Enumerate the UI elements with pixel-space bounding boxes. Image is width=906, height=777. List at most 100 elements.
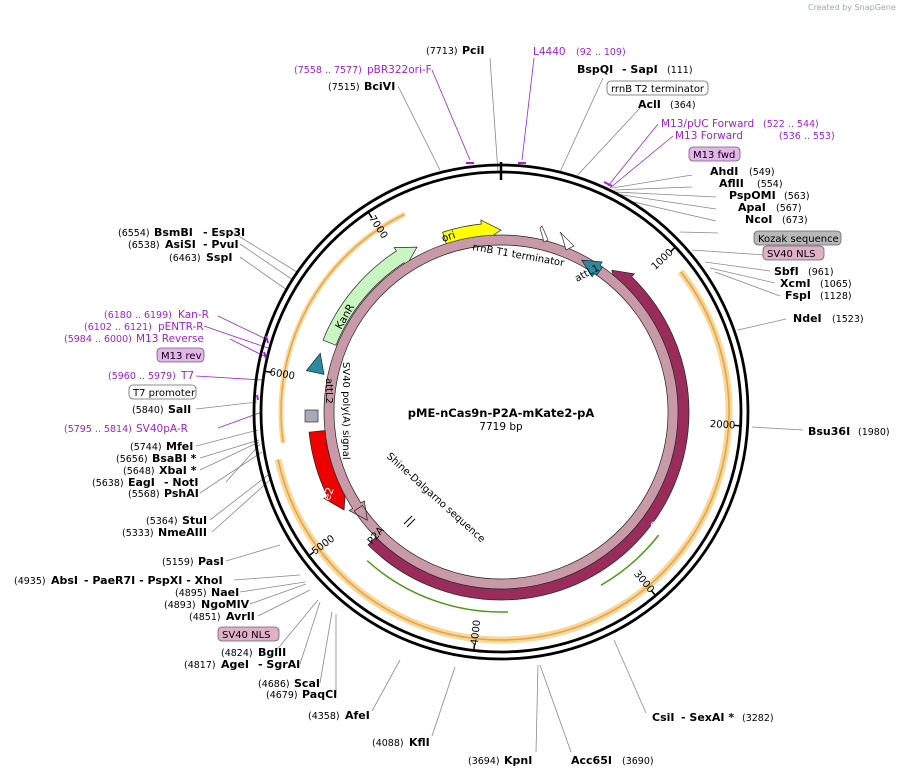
p2a-arrow xyxy=(323,234,679,590)
enzyme-pos: (4851) xyxy=(189,612,221,623)
enzyme-name[interactable]: BsaBI * xyxy=(152,452,197,465)
enzyme-name-extra[interactable]: - SapI xyxy=(622,63,658,76)
orf-green-right xyxy=(600,534,660,586)
enzyme-name[interactable]: SalI xyxy=(168,403,191,416)
enzyme-name[interactable]: NdeI xyxy=(793,312,822,325)
enzyme-name-extra[interactable]: - SexAI * xyxy=(681,711,734,724)
attl2-label: attL2 xyxy=(323,378,334,404)
primer-range: (522 .. 544) xyxy=(763,119,819,130)
primer-range: (6102 .. 6121) xyxy=(84,322,152,333)
enzyme-pos: (549) xyxy=(749,167,775,178)
enzyme-pos: (5840) xyxy=(132,405,164,416)
enzyme-name[interactable]: BspQI xyxy=(577,63,613,76)
primer-name[interactable]: M13 Reverse xyxy=(136,333,204,345)
primer-marks xyxy=(256,162,613,401)
boxed-feature-labels: rrnB T2 terminator M13 fwd Kozak sequenc… xyxy=(128,80,842,642)
enzyme-name[interactable]: AgeI xyxy=(221,658,249,671)
enzyme-name[interactable]: PciI xyxy=(462,44,484,57)
enzyme-name[interactable]: AvrII xyxy=(226,610,255,623)
enzyme-name[interactable]: SbfI xyxy=(774,265,799,278)
enzyme-name-extra[interactable]: - PaeR7I - PspXI - XhoI xyxy=(84,574,223,587)
enzyme-name[interactable]: Acc65I xyxy=(571,754,612,767)
primer-range: (6180 .. 6199) xyxy=(104,310,172,321)
primer-range: (536 .. 553) xyxy=(779,131,835,142)
orf-line-cas9 xyxy=(277,271,730,641)
enzyme-pos: (5744) xyxy=(130,442,162,453)
enzyme-pos: (5159) xyxy=(162,557,194,568)
enzyme-name[interactable]: XcmI xyxy=(780,277,811,290)
primer-name[interactable]: SV40pA-R xyxy=(136,423,188,435)
enzyme-name[interactable]: NaeI xyxy=(211,586,239,599)
enzyme-name[interactable]: AbsI xyxy=(51,574,78,587)
enzyme-name[interactable]: NcoI xyxy=(745,213,772,226)
enzyme-pos: (7515) xyxy=(328,82,360,93)
attl2-arrow xyxy=(305,352,325,375)
enzyme-name[interactable]: AsiSI xyxy=(165,238,196,251)
primer-range: (92 .. 109) xyxy=(576,47,626,58)
rrnb-t1-shape-2 xyxy=(539,225,549,243)
enzyme-name[interactable]: FspI xyxy=(785,289,811,302)
enzyme-name[interactable]: MfeI xyxy=(166,440,193,453)
label-leader-lines xyxy=(195,57,804,753)
snapgene-watermark: Created by SnapGene xyxy=(808,3,896,12)
primer-name[interactable]: Kan-R xyxy=(178,309,209,321)
enzyme-name[interactable]: ApaI xyxy=(738,201,766,214)
enzyme-pos: (1128) xyxy=(820,291,852,302)
enzyme-name[interactable]: PaqCI xyxy=(302,688,337,701)
enzyme-pos: (1980) xyxy=(858,427,890,438)
enzyme-name[interactable]: StuI xyxy=(182,514,207,527)
primer-name[interactable]: L4440 xyxy=(533,46,566,58)
shine-dalgarno-label: Shine-Dalgarno sequence xyxy=(384,451,487,545)
orf-arcs xyxy=(274,212,733,644)
enzyme-name[interactable]: NmeAIII xyxy=(158,526,207,539)
enzyme-name[interactable]: BsmBI xyxy=(154,226,193,239)
enzyme-name[interactable]: SspI xyxy=(206,251,232,264)
enzyme-name[interactable]: PspOMI xyxy=(729,189,776,202)
primer-name[interactable]: M13 Forward xyxy=(675,130,743,142)
enzyme-pos: (5333) xyxy=(122,528,154,539)
sv40-polya-label: SV40 poly(A) signal xyxy=(340,362,351,460)
enzyme-pos: (673) xyxy=(782,215,808,226)
enzyme-pos: (4686) xyxy=(258,679,290,690)
enzyme-name[interactable]: PshAI xyxy=(164,487,199,500)
primer-name[interactable]: M13/pUC Forward xyxy=(661,118,754,130)
enzyme-pos: (567) xyxy=(776,203,802,214)
enzyme-pos: (1065) xyxy=(820,279,852,290)
enzyme-name-extra[interactable]: - NotI xyxy=(164,476,199,489)
enzyme-name[interactable]: KflI xyxy=(409,736,430,749)
enzyme-name-extra[interactable]: - Esp3I xyxy=(203,226,245,239)
primer-name[interactable]: T7 xyxy=(180,370,194,382)
primer-labels: (7558 .. 7577) pBR322ori-F L4440 (92 .. … xyxy=(64,46,835,435)
enzyme-name[interactable]: XbaI * xyxy=(159,464,197,477)
mkate2-label: mKate2 xyxy=(312,486,337,528)
feature-arrows xyxy=(304,219,690,601)
enzyme-name[interactable]: PasI xyxy=(198,555,224,568)
enzyme-name[interactable]: NgoMIV xyxy=(201,598,250,611)
enzyme-name[interactable]: AflII xyxy=(719,177,744,190)
enzyme-pos: (3282) xyxy=(742,713,774,724)
primer-range: (5960 .. 5979) xyxy=(108,371,176,382)
enzyme-name[interactable]: BciVI xyxy=(364,80,395,93)
enzyme-name[interactable]: EagI xyxy=(128,476,155,489)
primer-name[interactable]: pBR322ori-F xyxy=(367,64,432,76)
ring-tick-mark xyxy=(307,550,315,557)
enzyme-name-extra[interactable]: - PvuI xyxy=(203,238,239,251)
enzyme-name[interactable]: BglII xyxy=(258,646,286,659)
enzyme-name[interactable]: AfeI xyxy=(345,709,370,722)
enzyme-pos: (3694) xyxy=(468,756,500,767)
m13-fwd-label: M13 fwd xyxy=(693,150,735,161)
sv40-polya-box xyxy=(304,409,319,423)
enzyme-name-extra[interactable]: - SgrAI xyxy=(258,658,300,671)
enzyme-labels-right: (7713) PciI BspQI - SapI (111) AclI (364… xyxy=(308,44,890,767)
enzyme-pos: (4824) xyxy=(221,648,253,659)
rrnb-t1-shape xyxy=(559,231,575,251)
enzyme-name[interactable]: ScaI xyxy=(294,677,320,690)
enzyme-name[interactable]: AhdI xyxy=(710,165,738,178)
enzyme-name[interactable]: CsiI xyxy=(652,711,674,724)
enzyme-name[interactable]: KpnI xyxy=(504,754,532,767)
enzyme-name[interactable]: Bsu36I xyxy=(808,425,850,438)
primer-leader-lines xyxy=(195,57,674,429)
enzyme-name[interactable]: AclI xyxy=(638,98,661,111)
primer-name[interactable]: pENTR-R xyxy=(158,321,204,333)
